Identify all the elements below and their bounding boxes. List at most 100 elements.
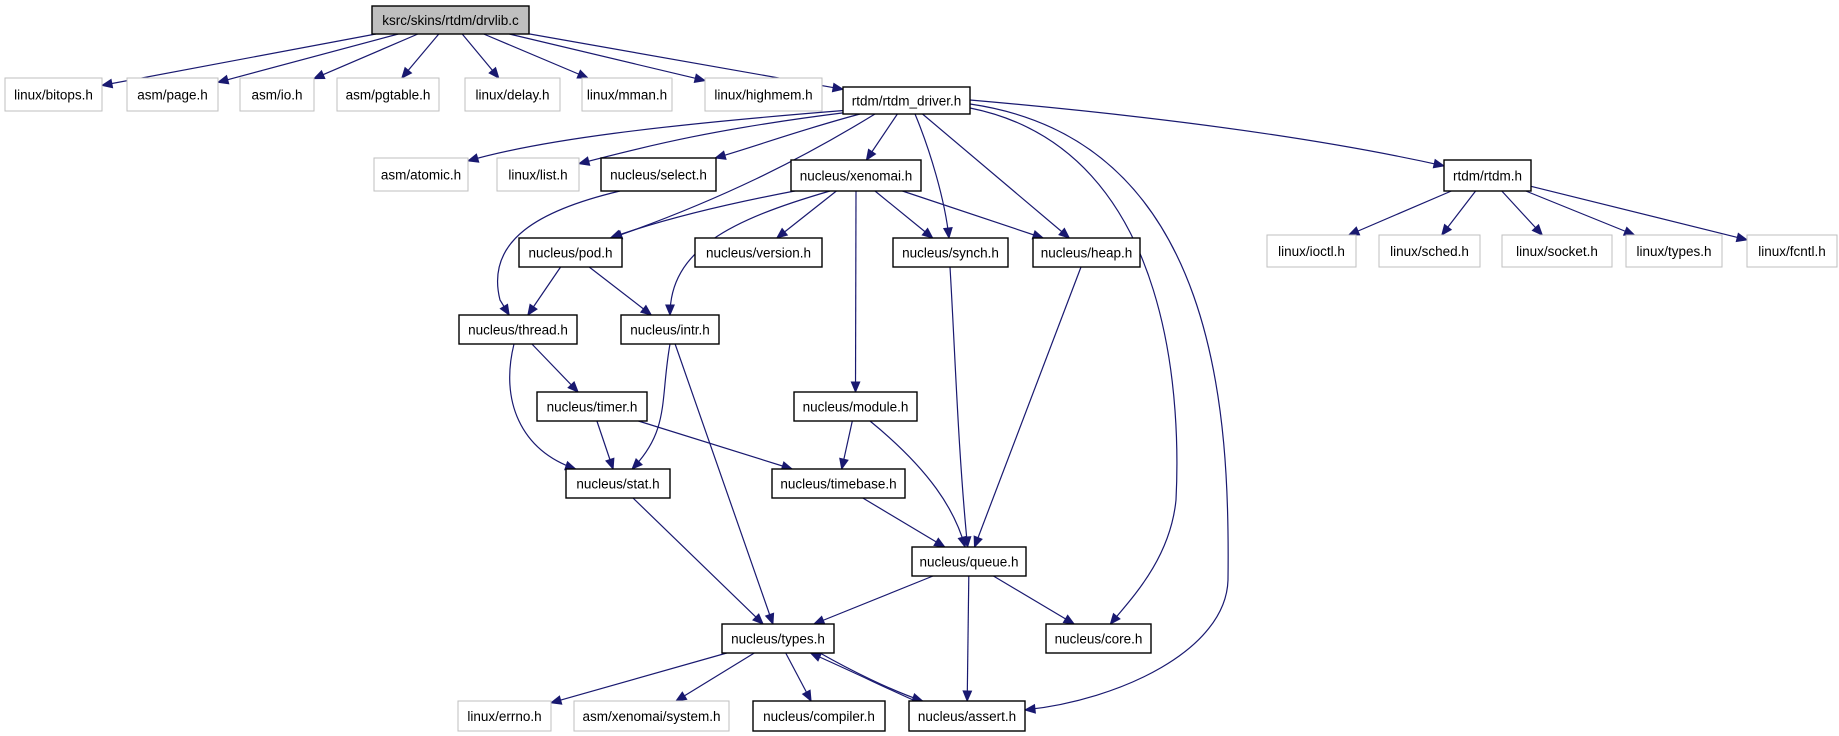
node-module[interactable]: nucleus/module.h bbox=[793, 391, 918, 422]
node-ntypes[interactable]: nucleus/types.h bbox=[721, 623, 835, 654]
node-xenomai[interactable]: nucleus/xenomai.h bbox=[790, 159, 922, 192]
node-list: linux/list.h bbox=[496, 157, 580, 192]
edge-line bbox=[578, 111, 851, 165]
edge-line bbox=[1348, 190, 1452, 236]
node-synch[interactable]: nucleus/synch.h bbox=[892, 237, 1009, 268]
edge-line bbox=[674, 343, 774, 625]
edge-line bbox=[914, 113, 950, 239]
node-box bbox=[496, 157, 580, 192]
edge-stat-to-ntypes bbox=[632, 497, 764, 625]
node-mman: linux/mman.h bbox=[581, 77, 673, 112]
edge-xenomai-to-synch bbox=[874, 190, 934, 239]
node-label: linux/list.h bbox=[508, 167, 567, 182]
node-root[interactable]: ksrc/skins/rtdm/drvlib.c bbox=[371, 5, 530, 35]
node-stat[interactable]: nucleus/stat.h bbox=[565, 468, 671, 499]
node-timer[interactable]: nucleus/timer.h bbox=[536, 391, 648, 422]
node-box bbox=[752, 700, 886, 732]
edge-rtdm_driver-to-core bbox=[969, 107, 1178, 625]
edge-line bbox=[969, 103, 1229, 711]
arrowhead bbox=[839, 457, 849, 471]
edge-line bbox=[922, 113, 1070, 239]
node-box bbox=[1378, 234, 1481, 268]
edge-intr-to-stat bbox=[631, 343, 671, 470]
arrowhead bbox=[973, 535, 983, 549]
arrowhead bbox=[466, 153, 480, 163]
arrowhead bbox=[764, 612, 775, 626]
edge-root-to-bitops bbox=[100, 33, 377, 89]
arrowhead bbox=[850, 381, 861, 394]
node-queue[interactable]: nucleus/queue.h bbox=[911, 546, 1027, 577]
arrowhead bbox=[693, 73, 707, 83]
node-label: nucleus/module.h bbox=[803, 399, 909, 414]
edge-queue-to-ntypes bbox=[812, 575, 934, 625]
edge-line bbox=[483, 33, 589, 79]
edge-root-to-io bbox=[312, 33, 419, 80]
node-label: asm/page.h bbox=[137, 87, 208, 102]
node-rtdm_driver[interactable]: rtdm/rtdm_driver.h bbox=[842, 86, 971, 115]
node-label: linux/errno.h bbox=[467, 709, 541, 724]
node-label: linux/socket.h bbox=[1516, 244, 1598, 259]
node-version[interactable]: nucleus/version.h bbox=[694, 237, 823, 268]
arrowhead bbox=[527, 303, 538, 317]
node-assert[interactable]: nucleus/assert.h bbox=[908, 700, 1026, 732]
edge-root-to-pgtable bbox=[401, 33, 440, 79]
node-rtdm[interactable]: rtdm/rtdm.h bbox=[1443, 159, 1532, 192]
node-box bbox=[371, 5, 530, 35]
node-label: linux/sched.h bbox=[1390, 244, 1469, 259]
edge-line bbox=[631, 343, 671, 470]
node-box bbox=[911, 546, 1027, 577]
node-label: nucleus/types.h bbox=[731, 631, 825, 646]
edge-line bbox=[902, 190, 1044, 239]
node-label: asm/pgtable.h bbox=[346, 87, 431, 102]
arrowhead bbox=[1622, 226, 1636, 236]
edge-pod-to-thread bbox=[527, 266, 562, 317]
node-heap[interactable]: nucleus/heap.h bbox=[1032, 237, 1141, 268]
edge-line bbox=[632, 497, 764, 625]
node-box bbox=[1045, 623, 1152, 654]
node-delay: linux/delay.h bbox=[464, 77, 561, 112]
arrowhead bbox=[665, 304, 675, 317]
node-pod[interactable]: nucleus/pod.h bbox=[518, 237, 623, 268]
node-io: asm/io.h bbox=[239, 77, 315, 112]
arrowhead bbox=[1058, 227, 1071, 239]
node-core[interactable]: nucleus/core.h bbox=[1045, 623, 1152, 654]
edge-rtdm_driver-to-atomic bbox=[466, 109, 851, 163]
edge-rtdm_driver-to-select bbox=[714, 113, 861, 160]
edge-line bbox=[675, 652, 755, 702]
node-label: nucleus/timer.h bbox=[547, 399, 638, 414]
edge-select-to-thread bbox=[497, 190, 621, 317]
edge-line bbox=[509, 33, 706, 82]
edge-rtdm_driver-to-assert bbox=[969, 103, 1229, 714]
node-box bbox=[581, 77, 673, 112]
arrowhead bbox=[488, 66, 500, 79]
edge-line bbox=[993, 575, 1075, 625]
node-thread[interactable]: nucleus/thread.h bbox=[458, 314, 578, 345]
node-label: nucleus/core.h bbox=[1055, 631, 1143, 646]
node-timebase[interactable]: nucleus/timebase.h bbox=[771, 468, 906, 499]
arrowhead bbox=[1432, 158, 1446, 169]
edge-xenomai-to-pod bbox=[609, 189, 801, 240]
edge-rtdm-to-socket bbox=[1501, 190, 1544, 236]
node-compiler[interactable]: nucleus/compiler.h bbox=[752, 700, 886, 732]
arrowhead bbox=[961, 536, 972, 549]
arrowhead bbox=[549, 695, 563, 705]
edge-line bbox=[217, 33, 399, 83]
node-box bbox=[600, 157, 717, 192]
node-intr[interactable]: nucleus/intr.h bbox=[620, 314, 720, 345]
node-label: nucleus/thread.h bbox=[468, 322, 568, 337]
edge-root-to-page bbox=[216, 33, 399, 85]
edges-layer bbox=[100, 33, 1749, 714]
edge-module-to-timebase bbox=[839, 420, 853, 471]
node-select[interactable]: nucleus/select.h bbox=[600, 157, 717, 192]
node-box bbox=[239, 77, 315, 112]
edge-line bbox=[810, 652, 921, 704]
node-label: nucleus/heap.h bbox=[1041, 245, 1133, 260]
arrowhead bbox=[1062, 614, 1076, 625]
edge-line bbox=[1525, 190, 1635, 236]
arrowhead bbox=[775, 227, 789, 239]
node-label: nucleus/stat.h bbox=[576, 476, 659, 491]
edge-rtdm_driver-to-xenomai bbox=[865, 113, 898, 162]
edge-line bbox=[869, 420, 966, 548]
